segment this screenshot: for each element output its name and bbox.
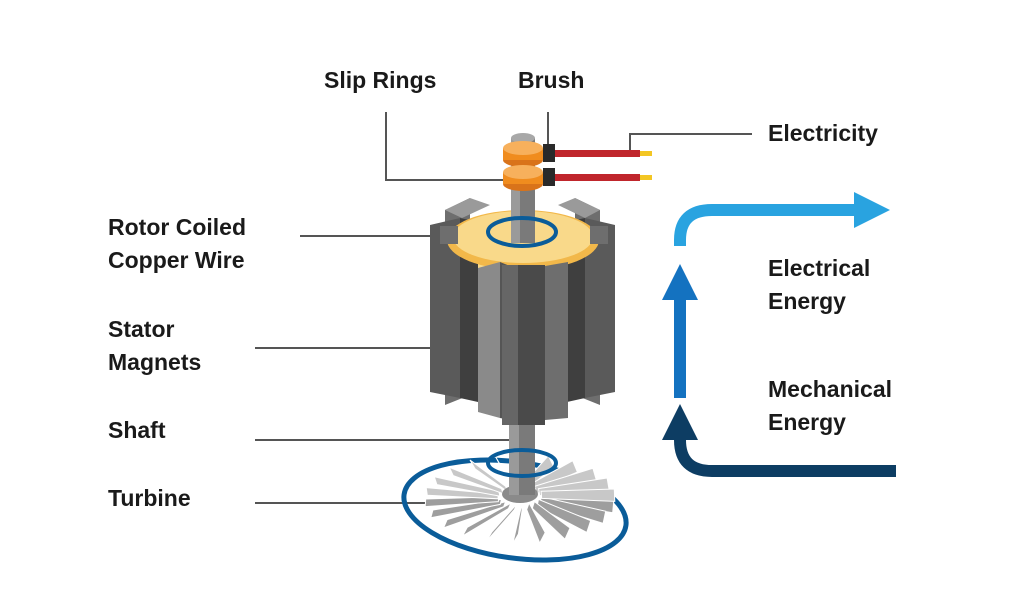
slip-rings-leader <box>385 112 508 181</box>
turbine-blade <box>512 503 524 545</box>
rotor-label-line2: Copper Wire <box>108 247 245 273</box>
turbine-blade <box>430 498 503 519</box>
turbine-blade <box>485 503 518 542</box>
electricity-wires <box>555 150 652 181</box>
turbine-blade <box>461 501 512 538</box>
turbine-label: Turbine <box>108 485 191 511</box>
brushes <box>543 144 555 186</box>
shaft-rotation-arrow <box>486 448 558 478</box>
stator-label-line1: Stator <box>108 316 175 342</box>
energy-flow-arrows <box>662 192 896 477</box>
turbine <box>401 452 629 563</box>
turbine-blade <box>540 488 616 502</box>
electrical-energy-arrow <box>674 192 890 246</box>
turbine-blade <box>531 500 571 541</box>
turbine-blade <box>433 476 501 497</box>
leader-lines <box>255 112 752 504</box>
mechanical-energy-label-line1: Mechanical <box>768 376 892 402</box>
mechanical-energy-arrow <box>662 404 896 477</box>
turbine-blade <box>442 500 507 529</box>
electrical-energy-label: Electrical Energy <box>768 252 870 318</box>
stator-label-line2: Magnets <box>108 349 202 375</box>
electrical-energy-label-line1: Electrical <box>768 255 871 281</box>
turbine-blade <box>424 496 500 508</box>
stator-front-magnets <box>445 198 600 425</box>
turbine-blade <box>526 501 546 545</box>
rotor-rotation-arrow <box>486 216 558 248</box>
electrical-energy-label-line2: Energy <box>768 288 846 314</box>
slip-rings-label: Slip Rings <box>324 67 437 93</box>
electricity-label: Electricity <box>768 120 878 146</box>
electricity-leader <box>629 133 752 152</box>
mechanical-energy-label-line2: Energy <box>768 409 846 435</box>
mechanical-energy-label: Mechanical Energy <box>768 373 892 439</box>
shaft-label: Shaft <box>108 417 166 443</box>
turbine-blade <box>425 487 499 500</box>
brush-label: Brush <box>518 67 585 93</box>
stator-label: Stator Magnets <box>108 313 201 379</box>
rotor-label: Rotor Coiled Copper Wire <box>108 211 246 277</box>
turbine-blades <box>424 452 616 545</box>
rotor-label-line1: Rotor Coiled <box>108 214 246 240</box>
slip-rings <box>503 141 543 191</box>
